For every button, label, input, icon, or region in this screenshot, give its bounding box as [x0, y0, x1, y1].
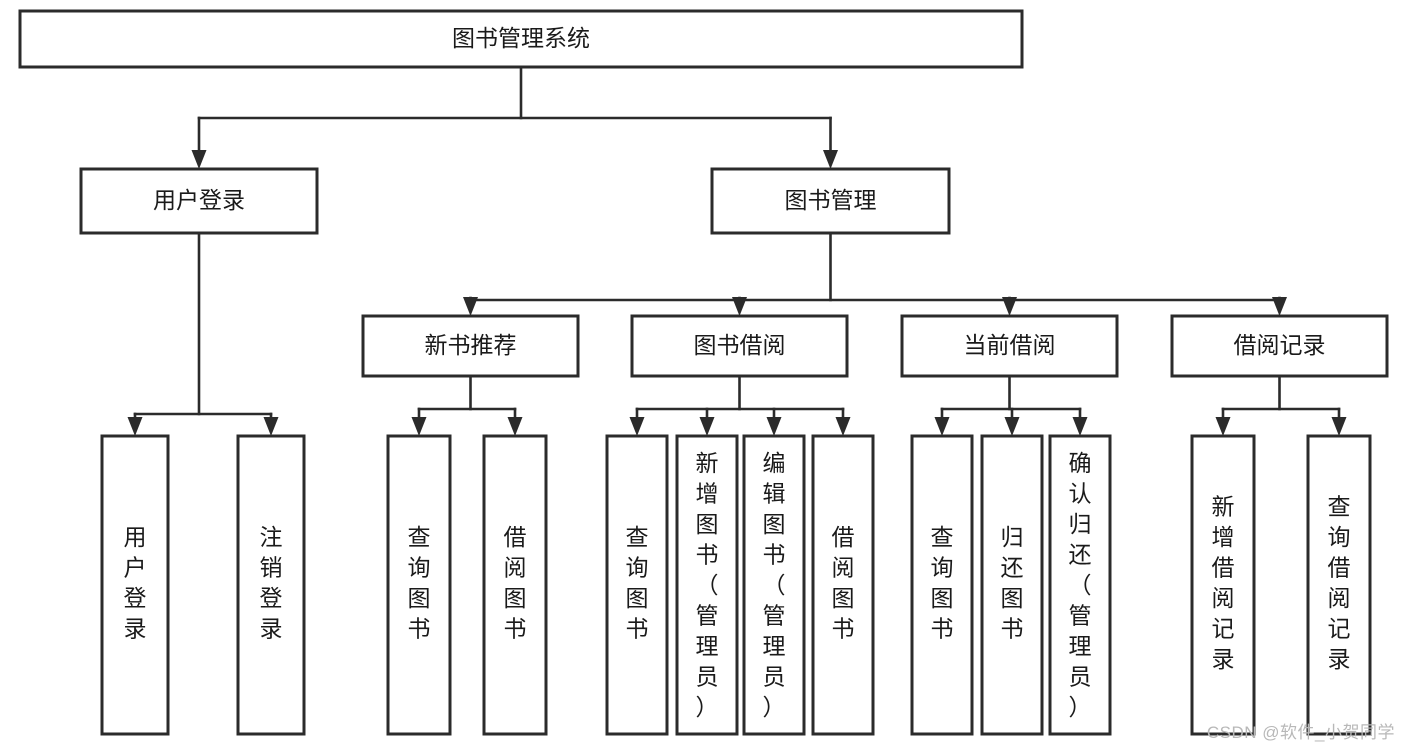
arrow-to-new-book-recommend — [463, 297, 478, 316]
arrow-to-leaf-query-book-2 — [629, 417, 645, 436]
arrow-to-leaf-user-login — [127, 417, 143, 436]
arrow-to-leaf-borrow-book-1 — [507, 417, 523, 436]
node-leaf-user-login-label: 用户登录 — [124, 524, 147, 642]
node-leaf-query-book-1-box[interactable] — [386, 434, 452, 736]
node-book-borrow-box[interactable] — [630, 314, 849, 378]
node-leaf-query-book-3-label: 查询图书 — [931, 524, 954, 642]
node-book-borrow-label: 图书借阅 — [694, 332, 786, 358]
arrow-to-borrow-record — [1272, 297, 1287, 316]
root-node-box[interactable] — [18, 9, 1024, 69]
node-current-borrow-label: 当前借阅 — [964, 332, 1056, 358]
node-leaf-query-record-box[interactable] — [1306, 434, 1372, 736]
arrow-to-leaf-query-book-1 — [411, 417, 427, 436]
arrow-to-leaf-query-book-3 — [934, 417, 950, 436]
node-leaf-user-login-box[interactable] — [100, 434, 170, 736]
node-leaf-add-record-box[interactable] — [1190, 434, 1256, 736]
node-user-login-label: 用户登录 — [153, 187, 245, 213]
arrow-to-leaf-return-book — [1004, 417, 1020, 436]
node-new-book-recommend-label: 新书推荐 — [425, 332, 517, 358]
node-user-login-box[interactable] — [79, 167, 319, 235]
arrow-to-user-login — [191, 150, 207, 169]
arrow-to-leaf-query-record — [1331, 417, 1347, 436]
node-new-book-recommend-box[interactable] — [361, 314, 580, 378]
arrow-to-book-management — [823, 150, 838, 169]
node-book-management-box[interactable] — [710, 167, 951, 235]
node-leaf-edit-book-box[interactable] — [742, 434, 806, 736]
root-node-label: 图书管理系统 — [452, 25, 590, 51]
csdn-watermark: CSDN @软件_小贺同学 — [1206, 723, 1395, 742]
node-leaf-borrow-book-1-box[interactable] — [482, 434, 548, 736]
node-leaf-borrow-book-2-box[interactable] — [811, 434, 875, 736]
node-leaf-add-record-label: 新增借阅记录 — [1212, 494, 1235, 673]
arrow-to-leaf-add-record — [1215, 417, 1231, 436]
node-borrow-record-label: 借阅记录 — [1234, 332, 1326, 358]
node-leaf-query-book-3-box[interactable] — [910, 434, 974, 736]
node-leaf-confirm-return-box[interactable] — [1048, 434, 1112, 736]
node-leaf-add-book-label: 新增图书（管理员） — [696, 450, 719, 720]
node-leaf-confirm-return-label: 确认归还（管理员） — [1069, 450, 1092, 720]
arrow-to-leaf-edit-book — [766, 417, 782, 436]
node-leaf-query-book-1-label: 查询图书 — [408, 524, 431, 642]
node-leaf-query-book-2-box[interactable] — [605, 434, 669, 736]
node-leaf-edit-book-label: 编辑图书（管理员） — [763, 450, 786, 720]
arrow-to-leaf-confirm-return — [1072, 417, 1088, 436]
node-leaf-query-record-label: 查询借阅记录 — [1328, 494, 1351, 673]
node-book-management-label: 图书管理 — [785, 187, 877, 213]
node-borrow-record-box[interactable] — [1170, 314, 1389, 378]
node-leaf-user-logout-label: 注销登录 — [260, 524, 283, 642]
node-leaf-add-book-box[interactable] — [675, 434, 739, 736]
node-leaf-return-book-box[interactable] — [980, 434, 1044, 736]
arrow-to-current-borrow — [1002, 297, 1017, 316]
arrow-to-book-borrow — [732, 297, 747, 316]
node-leaf-borrow-book-1-label: 借阅图书 — [504, 524, 527, 642]
arrow-to-leaf-borrow-book-2 — [835, 417, 851, 436]
node-current-borrow-box[interactable] — [900, 314, 1119, 378]
node-leaf-borrow-book-2-label: 借阅图书 — [832, 524, 855, 642]
node-leaf-query-book-2-label: 查询图书 — [626, 524, 649, 642]
node-leaf-return-book-label: 归还图书 — [1001, 524, 1024, 642]
arrow-to-leaf-add-book — [699, 417, 715, 436]
arrow-to-leaf-user-logout — [263, 417, 279, 436]
node-leaf-user-logout-box[interactable] — [236, 434, 306, 736]
